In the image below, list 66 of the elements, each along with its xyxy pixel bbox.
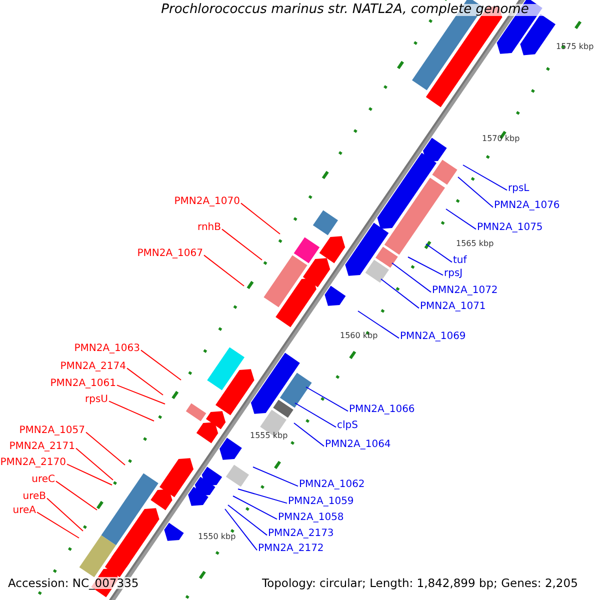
accession-text: Accession: NC_007335	[8, 577, 139, 589]
leader-line	[408, 256, 444, 276]
gene-label: ureC	[32, 474, 55, 486]
gene-label: rpsJ	[444, 268, 463, 280]
gene-label: PMN2A_2171	[9, 441, 75, 453]
position-label: 1555 kbp	[250, 430, 288, 442]
leader-line	[392, 262, 432, 293]
position-label: 1550 kbp	[198, 531, 236, 543]
gene-label: PMN2A_1059	[288, 496, 354, 508]
leader-line	[294, 402, 336, 428]
leader-line	[116, 384, 166, 404]
leader-line	[76, 448, 114, 480]
leader-line	[86, 432, 126, 466]
leader-line	[426, 244, 452, 263]
gene-label: rnhB	[198, 222, 221, 234]
leader-line	[462, 164, 508, 191]
gene-label: PMN2A_1064	[325, 439, 391, 451]
leader-line	[306, 386, 348, 412]
genome-summary-text: Topology: circular; Length: 1,842,899 bp; Genes: 2,205	[262, 577, 578, 589]
leader-line	[238, 488, 288, 504]
gene-label: PMN2A_2172	[258, 543, 324, 555]
gene-label: PMN2A_1066	[349, 404, 415, 416]
leader-line	[36, 512, 80, 538]
leader-line	[222, 228, 262, 260]
leader-line	[140, 350, 182, 380]
gene-label: PMN2A_1058	[278, 512, 344, 524]
position-label: 1570 kbp	[482, 133, 520, 145]
leader-line	[56, 480, 98, 510]
gene-label: rpsL	[508, 183, 530, 195]
leader-line	[66, 464, 112, 486]
gene-label: PMN2A_1076	[494, 200, 560, 212]
leader-line	[294, 422, 324, 447]
leader-line	[232, 496, 278, 520]
leader-line	[252, 466, 298, 487]
leader-line	[108, 400, 154, 422]
gene-label: PMN2A_1061	[50, 378, 116, 390]
leader-line	[240, 202, 280, 234]
position-label: 1565 kbp	[456, 238, 494, 250]
gene-label: ureA	[12, 505, 36, 517]
gene-label: PMN2A_1067	[137, 248, 203, 260]
gene-label: PMN2A_2174	[60, 361, 126, 373]
leader-line	[358, 310, 400, 339]
gene-label: PMN2A_1063	[74, 343, 140, 355]
gene-label: PMN2A_1070	[174, 196, 240, 208]
leader-line	[126, 368, 164, 396]
gene-label: clpS	[337, 420, 358, 432]
position-label: 1560 kbp	[340, 330, 378, 342]
leader-line	[458, 176, 494, 208]
leader-line	[380, 278, 420, 309]
gene-label: PMN2A_2170	[0, 457, 66, 469]
gene-label: rpsU	[85, 394, 108, 406]
gene-label: PMN2A_1062	[299, 479, 365, 491]
position-label: 1575 kbp	[556, 41, 594, 53]
gene-label: tuf	[453, 255, 467, 267]
gene-label: ureB	[22, 491, 46, 503]
leader-line	[204, 254, 244, 286]
gene-label: PMN2A_2173	[268, 528, 334, 540]
gene-label: PMN2A_1069	[400, 331, 466, 343]
leader-line	[228, 504, 268, 536]
gene-label: PMN2A_1057	[19, 425, 85, 437]
leader-line	[224, 508, 258, 551]
leader-line	[446, 208, 476, 230]
gene-label: PMN2A_1072	[432, 285, 498, 297]
gene-label: PMN2A_1071	[420, 301, 486, 313]
leader-line	[46, 498, 84, 532]
gene-label: PMN2A_1075	[477, 222, 543, 234]
